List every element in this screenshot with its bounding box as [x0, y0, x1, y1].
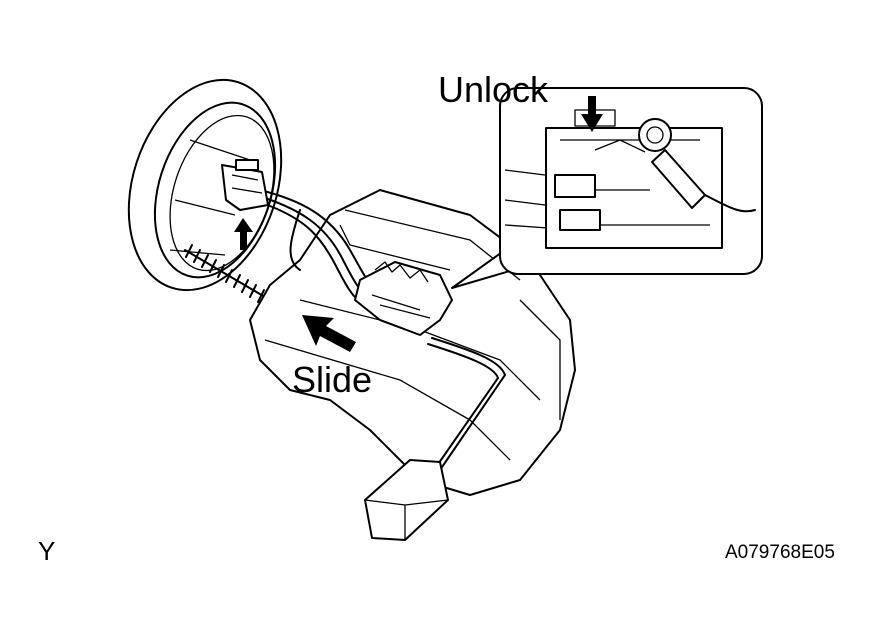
unlock-detail-inset — [499, 87, 763, 275]
body-connector — [354, 261, 453, 336]
figure-code: A079768E05 — [725, 542, 835, 563]
up-arrow-icon — [234, 218, 253, 250]
unlock-label: Unlock — [438, 69, 549, 110]
harness-connector — [221, 159, 269, 211]
corner-letter: Y — [38, 536, 56, 566]
slide-label: Slide — [292, 359, 373, 400]
spring — [184, 244, 271, 303]
unlock-arrow-icon — [581, 96, 603, 132]
mounting-flange — [127, 78, 283, 292]
sender-float — [364, 459, 449, 541]
sender-float-arm — [427, 337, 506, 471]
slide-arrow-icon — [302, 315, 356, 352]
